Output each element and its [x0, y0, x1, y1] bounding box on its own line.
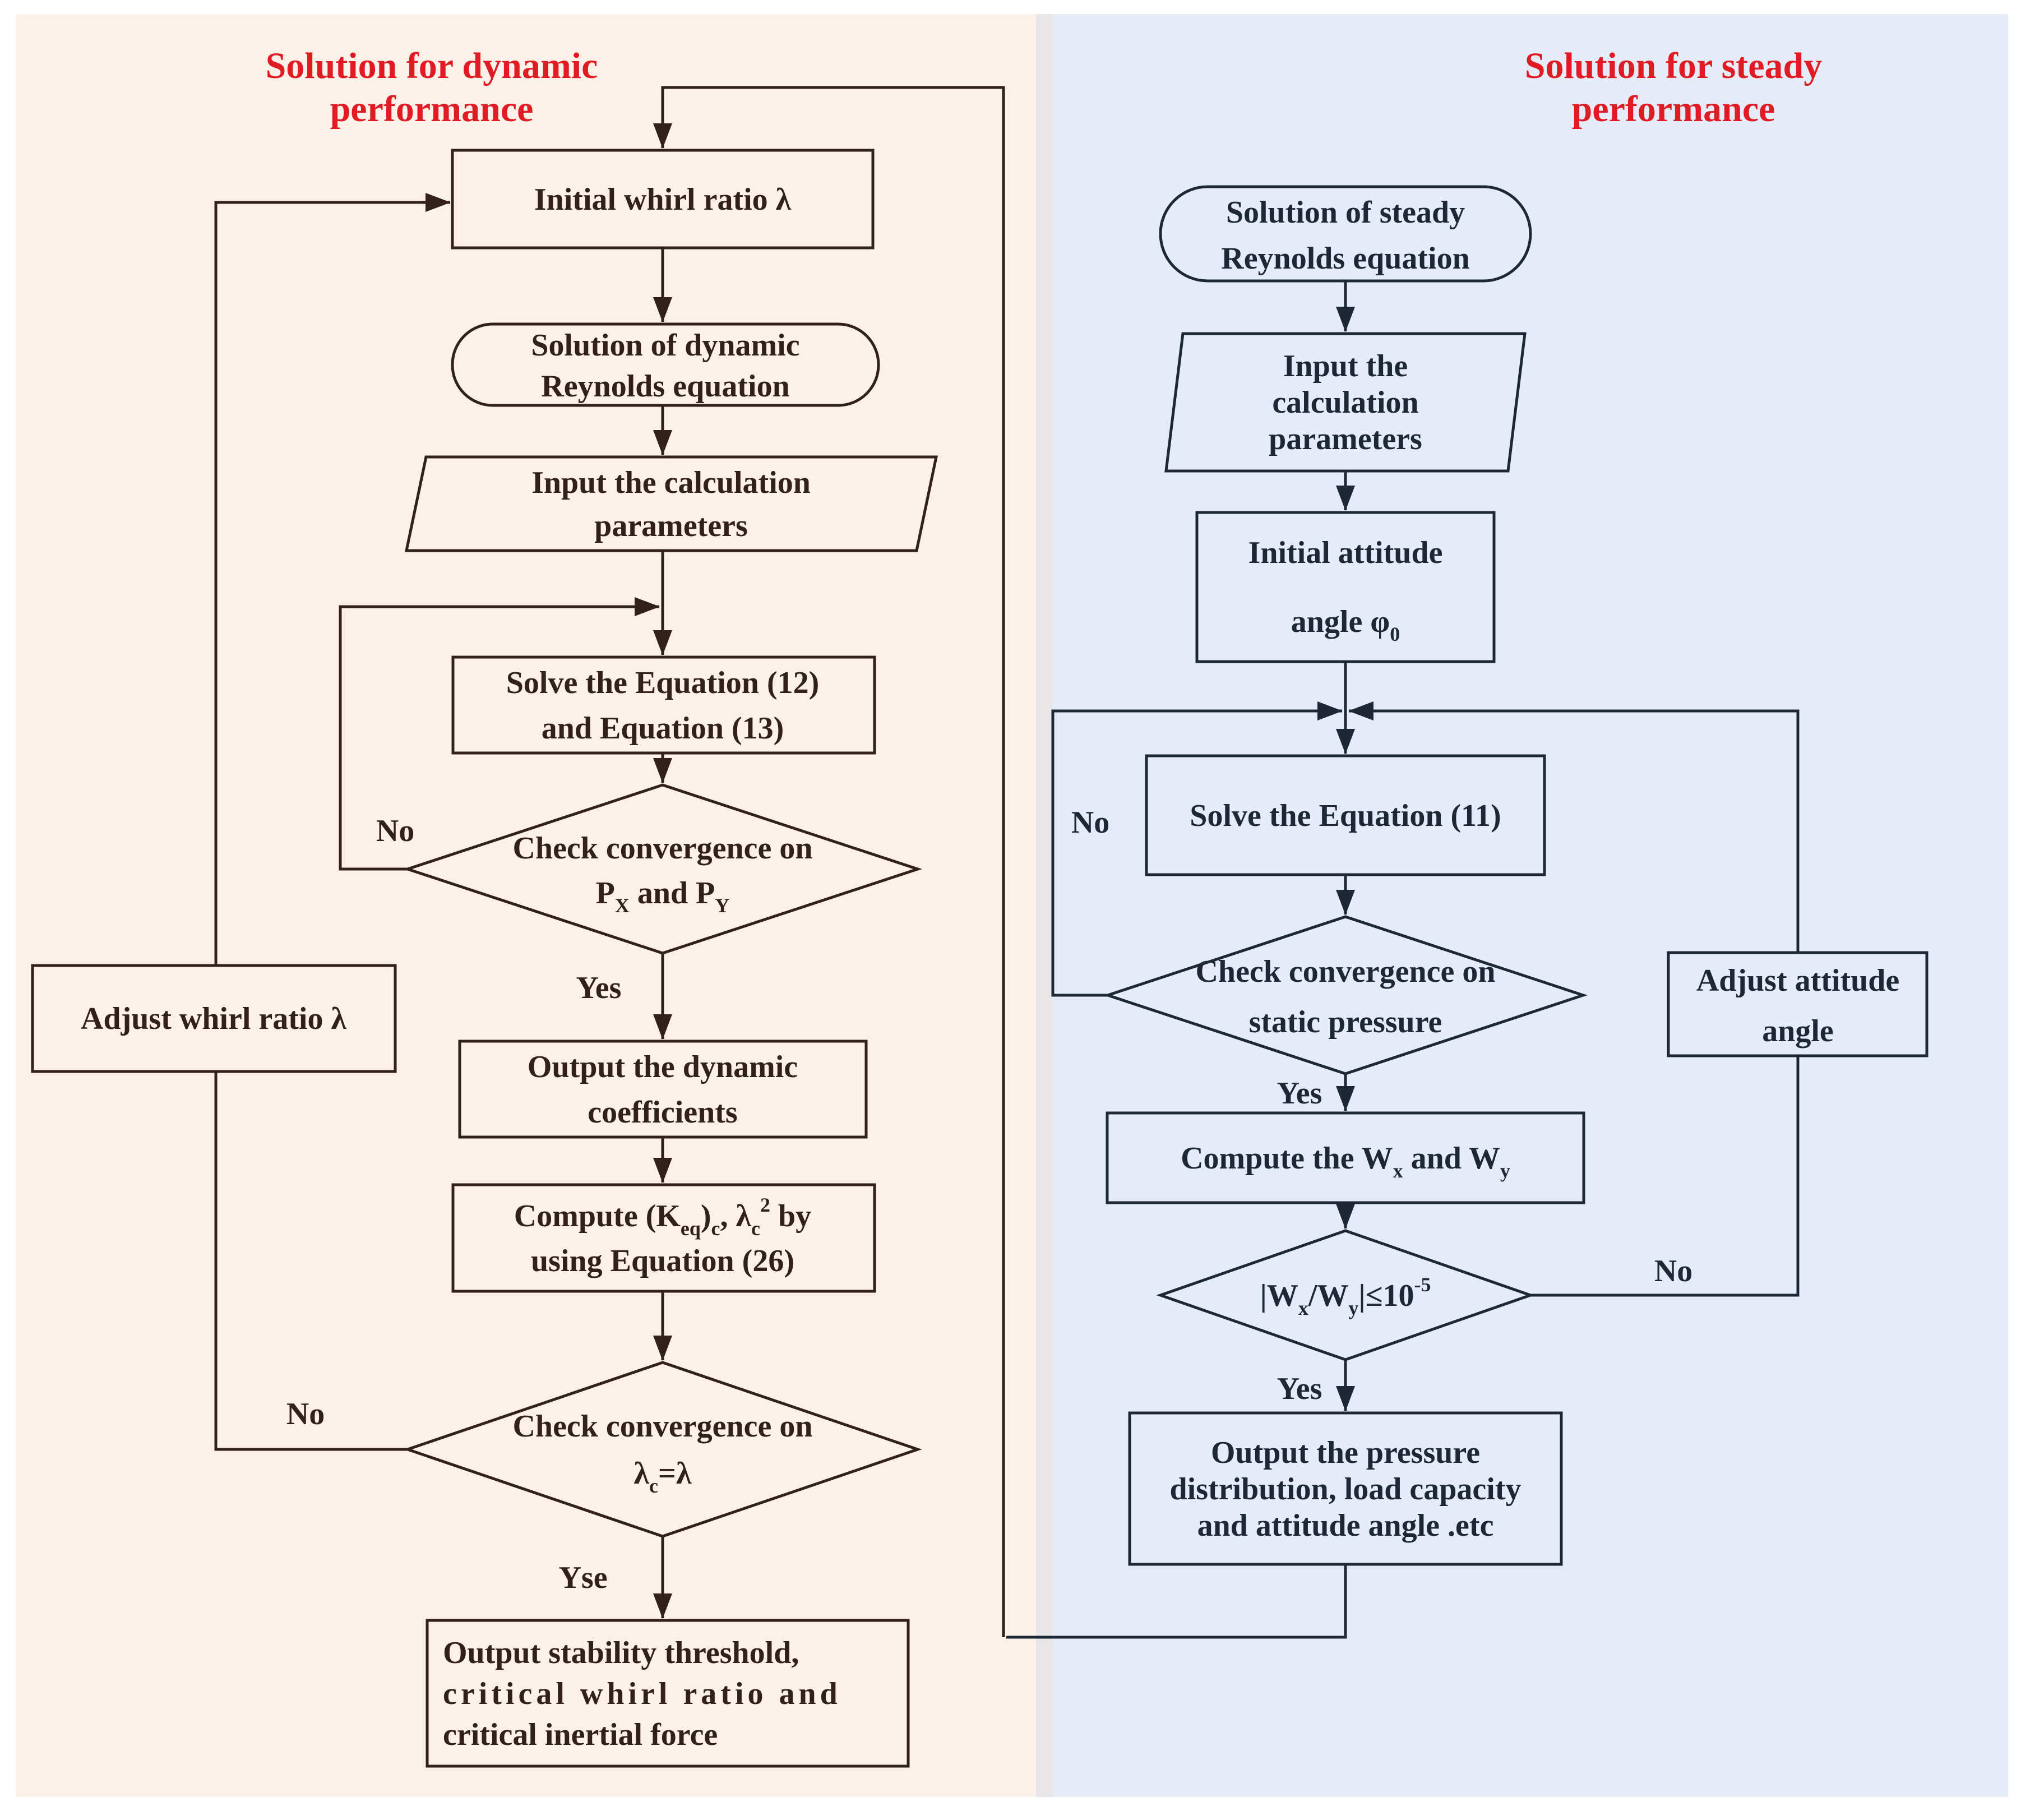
box-output-pressure	[1128, 1411, 1563, 1566]
box-output-pressure-line1: Output the pressure	[1211, 1435, 1480, 1470]
title-dynamic-line2: performance	[330, 89, 534, 130]
diamond-lambda-line2: λc=λ	[634, 1456, 692, 1497]
diamond-pxpy-line1: Check convergence on	[512, 831, 812, 866]
label-yes-tolerance: Yes	[1277, 1371, 1322, 1406]
title-steady-line1: Solution for steady	[1525, 45, 1823, 86]
box-initial-attitude-line2: angle φ0	[1291, 604, 1400, 645]
box-solve-eq-12-13-line1: Solve the Equation (12)	[506, 666, 820, 700]
edge-steady-to-dynamic-loop	[653, 86, 1005, 1637]
box-output-stability	[426, 1619, 910, 1768]
box-compute-wx-wy	[1106, 1111, 1585, 1204]
stadium-dynamic-reynolds-line1: Solution of dynamic	[531, 328, 799, 363]
diamond-wx-wy-tolerance	[1156, 1229, 1535, 1361]
label-no-static: No	[1071, 805, 1109, 840]
box-adjust-whirl-ratio-label: Adjust whirl ratio λ	[81, 1001, 346, 1036]
label-no-lambda: No	[286, 1397, 325, 1431]
stadium-dynamic-reynolds-line2: Reynolds equation	[541, 369, 789, 404]
diamond-check-static-pressure	[1103, 915, 1588, 1075]
input-params-steady-line2: calculation	[1272, 385, 1418, 420]
title-steady-line2: performance	[1572, 89, 1775, 130]
edge-no-loop-pxpy	[339, 597, 660, 871]
label-no-pxpy: No	[376, 814, 414, 848]
box-output-pressure-line3: and attitude angle .etc	[1197, 1508, 1494, 1543]
box-initial-attitude-line1: Initial attitude	[1248, 535, 1443, 570]
box-initial-whirl-ratio-label: Initial whirl ratio λ	[534, 182, 792, 217]
label-yes-static: Yes	[1277, 1076, 1322, 1111]
box-adjust-whirl-ratio	[31, 964, 397, 1073]
edge-adjustwhirl-loop	[214, 193, 451, 1451]
box-compute-keq-line1: Compute (Keq)c, λc2 by	[514, 1194, 811, 1240]
diamond-lambda-line1: Check convergence on	[512, 1409, 812, 1444]
input-params-dynamic-line2: parameters	[594, 509, 748, 543]
box-solve-eq-12-13	[451, 655, 876, 755]
box-compute-keq-lambda	[451, 1183, 876, 1293]
diamond-static-line1: Check convergence on	[1195, 954, 1495, 989]
input-params-steady-line3: parameters	[1269, 422, 1422, 456]
diamond-check-convergence-pxpy	[403, 783, 922, 955]
stadium-steady-reynolds	[1159, 185, 1532, 283]
box-adjust-attitude-angle	[1667, 951, 1928, 1057]
diamond-pxpy-line2: PX and PY	[596, 876, 730, 917]
label-no-tolerance: No	[1654, 1254, 1692, 1288]
box-output-stability-line3: critical inertial force	[443, 1717, 718, 1752]
box-output-stability-line2: critical whirl ratio and	[443, 1676, 841, 1711]
parallelogram-input-params-dynamic	[404, 455, 938, 552]
diamond-wx-wy-label: |Wx/Wy|≤10-5	[1260, 1273, 1431, 1319]
box-compute-wx-wy-label: Compute the Wx and Wy	[1181, 1141, 1510, 1182]
stadium-steady-reynolds-line1: Solution of steady	[1226, 195, 1465, 230]
diamond-static-line2: static pressure	[1249, 1005, 1442, 1040]
panel-divider	[1036, 14, 1053, 1797]
input-params-steady-line1: Input the	[1283, 349, 1408, 384]
box-solve-eq-12-13-line2: and Equation (13)	[542, 711, 784, 746]
stadium-steady-reynolds-line2: Reynolds equation	[1221, 241, 1469, 276]
box-adjust-attitude-line1: Adjust attitude	[1696, 963, 1899, 998]
edge-no-loop-staticpressure	[1051, 701, 1343, 997]
parallelogram-input-params-steady	[1164, 332, 1527, 473]
input-params-dynamic-line1: Input the calculation	[531, 465, 811, 500]
box-initial-whirl-ratio	[451, 149, 875, 250]
diamond-check-convergence-lambda	[403, 1361, 922, 1538]
label-yse-lambda: Yse	[558, 1560, 607, 1595]
edge-outputpressure-to-loop	[1006, 1564, 1347, 1639]
box-solve-eq-11	[1145, 754, 1546, 876]
title-dynamic-line1: Solution for dynamic	[266, 45, 598, 86]
box-output-coeff-line1: Output the dynamic	[528, 1050, 798, 1084]
box-compute-keq-line2: using Equation (26)	[531, 1244, 794, 1278]
box-output-dynamic-coefficients	[458, 1040, 868, 1139]
box-output-pressure-line2: distribution, load capacity	[1170, 1472, 1521, 1507]
label-yes-pxpy: Yes	[576, 971, 622, 1005]
stadium-dynamic-reynolds	[451, 322, 880, 407]
box-initial-attitude-angle	[1195, 511, 1496, 663]
box-output-coeff-line2: coefficients	[588, 1095, 737, 1130]
box-adjust-attitude-line2: angle	[1762, 1014, 1834, 1048]
box-output-stability-line1: Output stability threshold,	[443, 1636, 799, 1670]
box-solve-eq-11-label: Solve the Equation (11)	[1190, 798, 1501, 833]
